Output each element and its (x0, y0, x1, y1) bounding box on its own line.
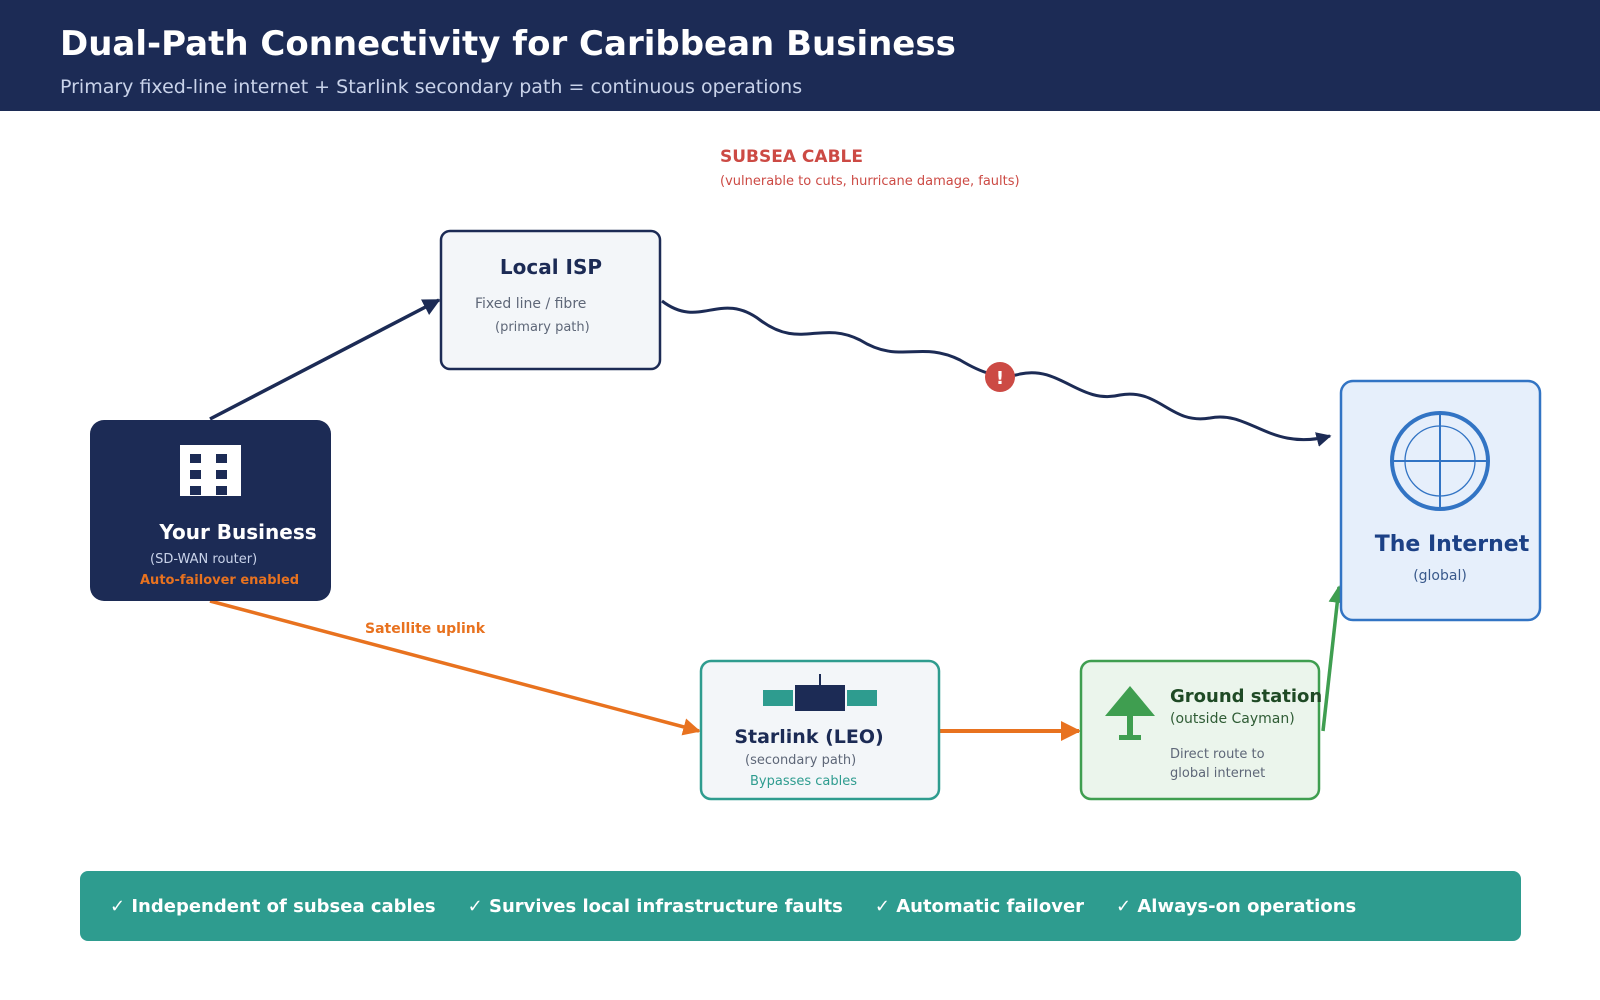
ground-station-note-line1: Direct route to (1170, 747, 1265, 762)
business-failover-label: Auto-failover enabled (140, 573, 299, 588)
benefit-item: ✓ Independent of subsea cables (110, 895, 436, 917)
benefit-item: ✓ Always-on operations (1116, 895, 1357, 917)
ground-station-location: (outside Cayman) (1170, 711, 1295, 727)
business-router-label: (SD-WAN router) (150, 552, 257, 567)
page-title: Dual-Path Connectivity for Caribbean Bus… (60, 24, 956, 64)
starlink-path-role: (secondary path) (745, 753, 856, 768)
internet-title: The Internet (1375, 532, 1530, 557)
isp-connection-type: Fixed line / fibre (475, 296, 586, 312)
building-icon (180, 445, 241, 496)
isp-path-role: (primary path) (495, 320, 590, 335)
ground-station-note-line2: global internet (1170, 766, 1265, 781)
antenna-icon (1105, 686, 1155, 740)
benefits-banner: ✓ Independent of subsea cables ✓ Survive… (80, 871, 1521, 941)
internet-scope: (global) (1413, 568, 1467, 584)
page-subtitle: Primary fixed-line internet + Starlink s… (60, 76, 803, 98)
subsea-cable-note: (vulnerable to cuts, hurricane damage, f… (720, 174, 1020, 189)
ground-station-title: Ground station (1170, 686, 1322, 707)
satellite-icon (763, 674, 877, 711)
header-banner: Dual-Path Connectivity for Caribbean Bus… (0, 0, 1600, 111)
your-business-node: Your Business (SD-WAN router) Auto-failo… (90, 420, 331, 601)
ground-to-internet-arrow (1321, 585, 1346, 732)
isp-title: Local ISP (500, 255, 602, 279)
starlink-node: Starlink (LEO) (secondary path) Bypasses… (699, 659, 941, 801)
starlink-title: Starlink (LEO) (734, 726, 883, 748)
local-isp-node: Local ISP Fixed line / fibre (primary pa… (439, 229, 662, 371)
fault-marker-label: ! (996, 368, 1004, 389)
globe-icon (1390, 411, 1490, 511)
satellite-uplink-arrow (209, 599, 701, 736)
satellite-uplink-label: Satellite uplink (365, 621, 486, 637)
primary-link-arrow (209, 298, 441, 421)
subsea-cable-title: SUBSEA CABLE (720, 147, 863, 167)
benefit-item: ✓ Automatic failover (874, 895, 1085, 917)
ground-station-node: Ground station (outside Cayman) Direct r… (1079, 659, 1322, 801)
fault-warning-icon: ! (985, 362, 1015, 392)
internet-node: The Internet (global) (1339, 379, 1542, 622)
business-title: Your Business (158, 520, 316, 544)
benefit-item: ✓ Survives local infrastructure faults (467, 895, 843, 917)
starlink-bypass-label: Bypasses cables (750, 774, 857, 789)
